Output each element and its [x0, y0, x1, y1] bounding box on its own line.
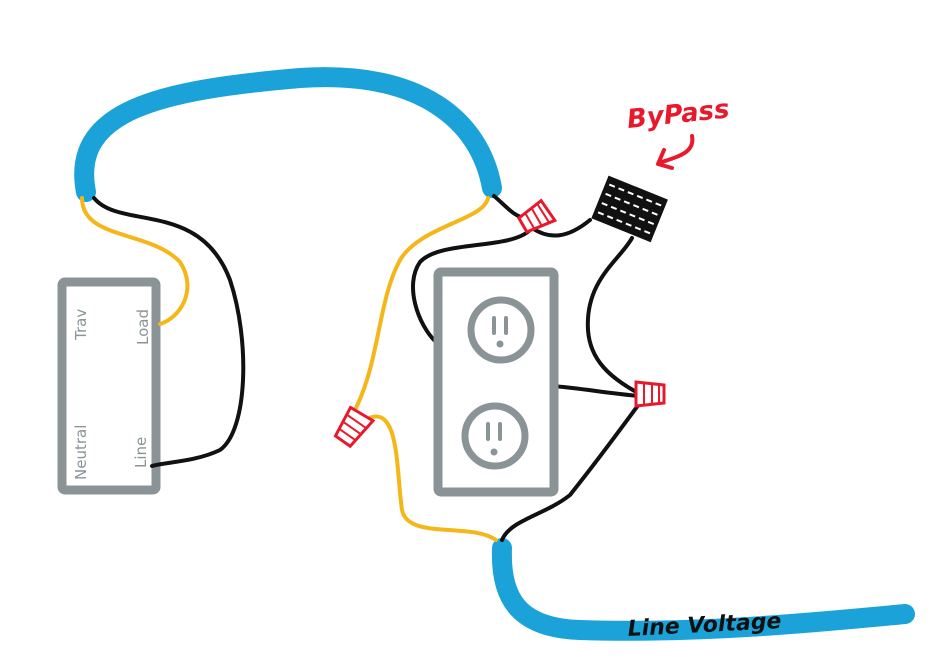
- bypass-module: [591, 175, 668, 243]
- arrow-icon: [660, 134, 695, 164]
- black-wire-switch-line: [92, 196, 246, 468]
- bypass-label: ByPass: [626, 94, 731, 135]
- line-terminal-label: Line: [132, 437, 150, 468]
- black-wire-bypass-down: [585, 236, 642, 396]
- wire-nut-top: [516, 198, 558, 234]
- wire-nut-left: [333, 405, 376, 449]
- trav-terminal-label: Trav: [72, 309, 90, 341]
- switch-loop-cable: [74, 67, 502, 202]
- line-voltage-label: Line Voltage: [627, 609, 782, 642]
- yellow-wire-neutral: [363, 414, 498, 542]
- black-wire-receptacle-to-nut: [550, 384, 642, 398]
- upper-outlet: [467, 296, 535, 364]
- yellow-wire-switch-load: [80, 196, 190, 326]
- duplex-receptacle: [433, 267, 559, 497]
- yellow-wire-traveler: [353, 196, 490, 412]
- line-voltage-cable: [491, 538, 915, 641]
- neutral-terminal-label: Neutral: [72, 425, 90, 480]
- wire-nut-right: [634, 380, 666, 408]
- switch-device: [57, 277, 161, 495]
- black-wire-to-bypass: [530, 218, 592, 238]
- lower-outlet: [461, 402, 529, 470]
- black-wire-to-receptacle: [411, 228, 532, 344]
- black-wire-nut-to-line: [500, 398, 644, 542]
- load-terminal-label: Load: [134, 309, 152, 345]
